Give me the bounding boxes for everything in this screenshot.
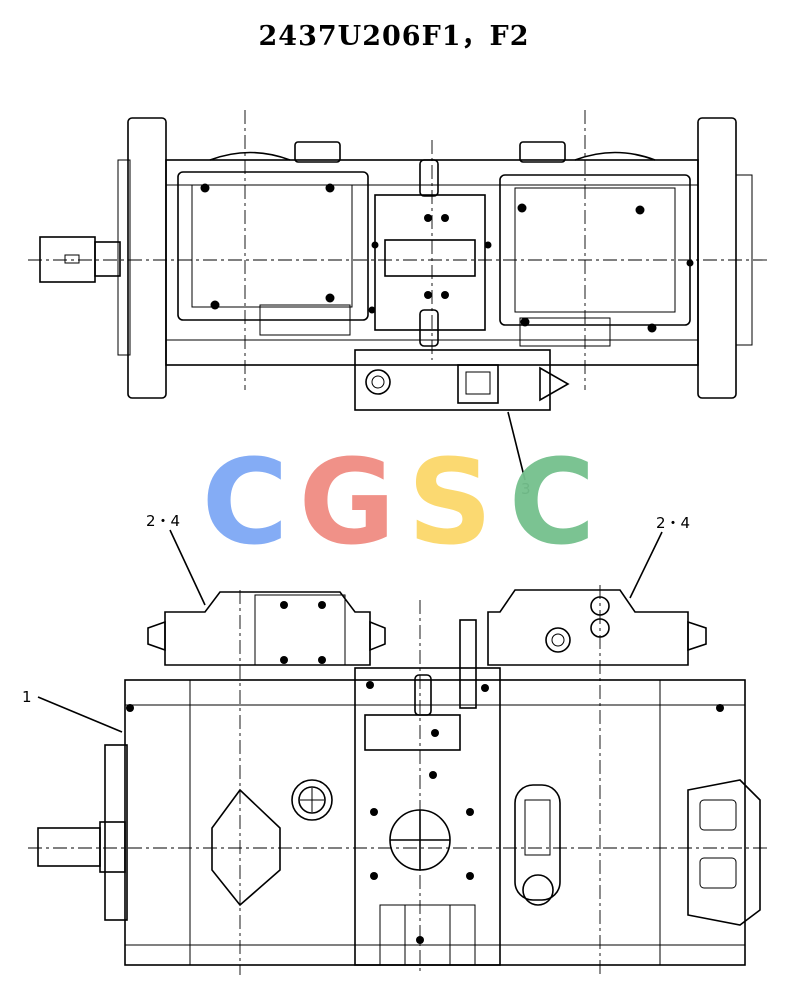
solenoid-valve-top bbox=[354, 349, 551, 411]
sight-gauge bbox=[514, 784, 561, 901]
left-regulator-front bbox=[164, 591, 371, 666]
callout-2-4-left: 2・4 bbox=[146, 512, 180, 530]
top-view bbox=[28, 110, 770, 411]
watermark-letter: C bbox=[509, 433, 596, 571]
front-center-block bbox=[354, 667, 501, 966]
front-left-shaft bbox=[37, 827, 101, 867]
cgsc-watermark-logo: C G S C bbox=[202, 433, 596, 571]
watermark-letter: S bbox=[408, 433, 493, 571]
left-shaft-collar bbox=[94, 241, 121, 277]
callout-3: 3 bbox=[521, 480, 531, 498]
front-view bbox=[28, 585, 770, 975]
right-flange bbox=[697, 117, 737, 399]
callout-1: 1 bbox=[22, 688, 32, 706]
left-flange bbox=[127, 117, 167, 399]
right-regulator-front bbox=[487, 589, 689, 666]
round-port bbox=[291, 779, 333, 821]
front-left-flange bbox=[104, 744, 128, 921]
main-housing bbox=[124, 679, 746, 966]
left-regulator-top bbox=[177, 171, 369, 321]
watermark-letter: G bbox=[299, 433, 396, 571]
callout-leaders bbox=[37, 411, 663, 733]
callout-2-4-right: 2・4 bbox=[656, 514, 690, 532]
diamond-port bbox=[211, 788, 281, 907]
watermark-letter: C bbox=[202, 433, 289, 571]
left-flange-rim bbox=[117, 159, 131, 356]
shaft-key bbox=[64, 254, 80, 264]
center-valve-block bbox=[374, 194, 486, 331]
gear-pump bbox=[687, 779, 761, 926]
drawing-title: 2437U206F1，F2 bbox=[258, 21, 530, 52]
left-shaft bbox=[39, 236, 96, 283]
right-regulator-top bbox=[499, 174, 691, 326]
